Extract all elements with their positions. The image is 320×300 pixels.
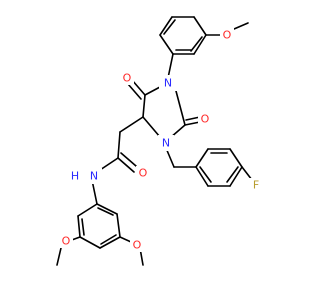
bond: [184, 121, 201, 126]
bond: [77, 203, 98, 217]
bond: [99, 236, 121, 249]
bond: [99, 157, 119, 171]
atom-nh-hydrogen: H: [71, 170, 79, 183]
bond: [185, 116, 201, 121]
molecule-structure: N N N H O O O O O O F: [56, 16, 263, 266]
bond: [233, 22, 249, 30]
bond: [175, 90, 186, 126]
bond: [193, 16, 207, 36]
bond: [144, 86, 161, 96]
atom-nh-nitrogen: N: [90, 170, 98, 183]
bond: [226, 166, 239, 183]
bond: [167, 53, 174, 79]
bond: [127, 83, 142, 100]
bond: [193, 34, 207, 55]
atom-o-methoxy-left: O: [62, 235, 71, 248]
bond: [81, 218, 85, 236]
bond: [159, 34, 174, 55]
atom-o-methoxy-right: O: [133, 239, 142, 252]
bonds: [56, 16, 253, 266]
bond: [199, 166, 212, 183]
bond: [195, 166, 209, 187]
bond: [100, 234, 117, 245]
bond: [116, 213, 121, 238]
bond: [229, 166, 243, 187]
bond: [56, 247, 62, 266]
bond: [97, 207, 114, 216]
atom-o-amide: O: [139, 167, 148, 180]
bond: [165, 147, 175, 168]
bond: [195, 148, 209, 168]
bond: [163, 19, 176, 35]
bond: [119, 236, 132, 243]
bond: [119, 116, 144, 133]
atom-o-methoxy-top: O: [223, 29, 232, 42]
bond: [241, 166, 253, 181]
bond: [131, 79, 146, 96]
bond: [79, 236, 101, 249]
bond: [229, 148, 243, 168]
bond: [117, 131, 121, 159]
bond: [190, 36, 203, 52]
bond: [142, 94, 146, 118]
atom-o-carbonyl-2: O: [201, 113, 210, 126]
bond: [96, 203, 118, 215]
atom-n-imide: N: [164, 77, 172, 90]
atom-n-benzyl: N: [162, 137, 170, 150]
bond: [120, 152, 137, 167]
bond: [159, 16, 173, 36]
atom-o-carbonyl-5: O: [123, 72, 132, 85]
atom-fluorine: F: [253, 179, 259, 192]
bond: [77, 215, 81, 238]
bond: [142, 116, 161, 138]
atom-labels: N N N H O O O O O O F: [59, 28, 263, 252]
bond: [117, 157, 135, 173]
